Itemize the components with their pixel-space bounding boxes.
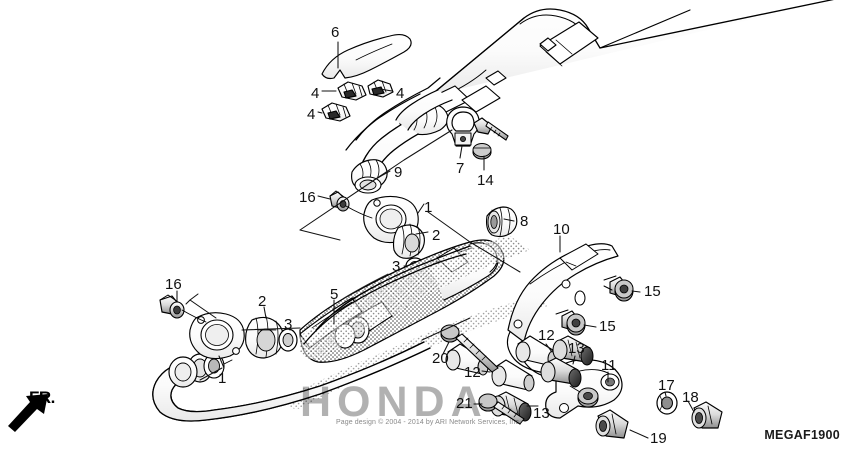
copyright-watermark: Page design © 2004 - 2014 by ARI Network… [336,419,521,426]
callout-8: 8 [520,213,529,230]
callout-13b: 13 [533,405,550,422]
callout-14: 14 [477,172,494,189]
callout-4b: 4 [396,85,405,102]
hanger-flange-nut-19 [595,409,629,439]
joint-collar-2-lower [245,315,284,359]
callout-2b: 2 [258,293,267,310]
lower-exhaust-pipe [152,341,431,422]
callout-16a: 16 [299,189,316,206]
callout-17: 17 [658,377,675,394]
honda-watermark: HONDA [300,378,488,426]
stud-bolt-16-upper [329,190,373,219]
callout-7: 7 [456,160,465,177]
upper-muffler-body [429,0,834,113]
callout-18: 18 [682,389,699,406]
callout-10: 10 [553,221,570,238]
callout-15a: 15 [644,283,661,300]
leader-lines [176,41,695,439]
callout-15b: 15 [599,318,616,335]
callout-13a: 13 [568,340,585,357]
lower-pipe-joint-collar [168,353,233,388]
pipe-joint-9 [351,159,388,194]
muffler-protector-6 [321,33,412,80]
pipe-clamp-7 [446,106,480,147]
diagram-code: MEGAF1900 [764,428,840,442]
muffler-collar-8 [485,206,518,238]
callout-16b: 16 [165,276,182,293]
callout-1a: 1 [424,199,433,216]
callout-3a: 3 [392,258,401,275]
callout-1b: 1 [218,370,227,387]
callout-9: 9 [394,164,403,181]
callout-20: 20 [432,350,449,367]
stay-bolt-20 [440,324,499,373]
stud-bolt-16-lower [159,294,207,323]
flange-bolt-15a [603,275,634,302]
joint-collar-2-upper [392,223,425,259]
pipe-clip-4c [321,102,351,122]
front-direction-label: FR. [29,388,55,407]
callout-12a: 12 [538,327,555,344]
exhaust-gasket-1-lower [189,312,245,360]
flange-bolt-14 [472,117,509,160]
muffler-stay-bracket-10 [506,243,619,391]
callout-4a: 4 [311,85,320,102]
front-direction-arrow [8,394,48,432]
hanger-washer-17 [656,391,678,415]
callout-21: 21 [456,395,473,412]
hanger-nut-18 [691,401,723,429]
callout-3b: 3 [284,316,293,333]
pipe-clip-4b [367,79,394,98]
callout-6: 6 [331,24,340,41]
pipe-clip-4a [337,81,367,101]
callout-2a: 2 [432,227,441,244]
mount-collar-12b [491,359,535,392]
flange-bolt-15b [555,309,586,336]
callout-19: 19 [650,430,667,447]
callout-11: 11 [601,357,617,374]
mount-rubber-13c [540,357,582,388]
callout-4c: 4 [307,106,316,123]
callout-5: 5 [330,286,339,303]
protector-bolt-21 [478,393,525,425]
callout-12b: 12 [464,364,481,381]
sealing-ring-3-lower [278,328,298,352]
